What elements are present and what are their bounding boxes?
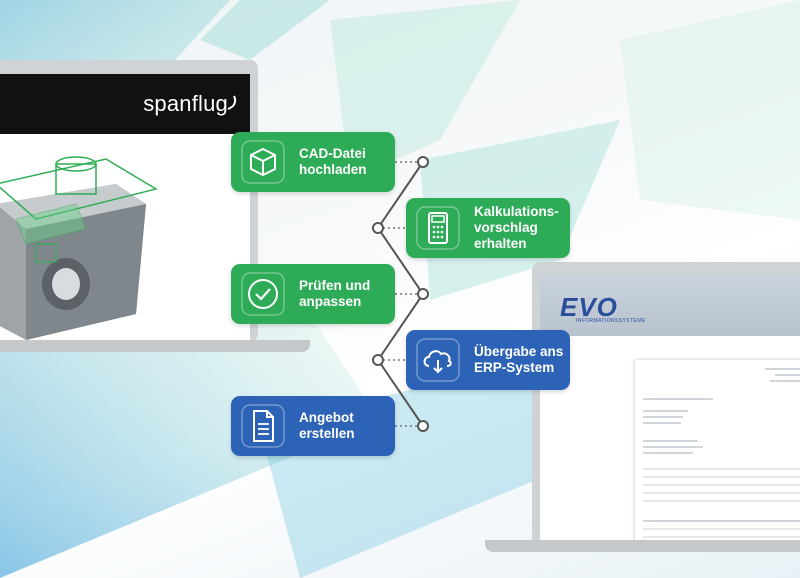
document-icon (241, 404, 285, 448)
step-label: Angebot erstellen (299, 410, 355, 441)
spanflug-header: spanflug (0, 74, 250, 134)
right-laptop-screen: EVO INFORMATIONSSYSTEME (540, 274, 800, 542)
check-circle-icon (241, 272, 285, 316)
step-erp-transfer: Übergabe ans ERP-System (406, 330, 570, 390)
cloud-download-icon (416, 338, 460, 382)
cube-icon (241, 140, 285, 184)
connector-node (372, 222, 384, 234)
spanflug-logo-swoosh-icon (227, 95, 237, 110)
left-laptop-base (0, 340, 310, 352)
step-cad-upload: CAD-Datei hochladen (231, 132, 395, 192)
step-label: CAD-Datei hochladen (299, 146, 367, 177)
connector-node (417, 288, 429, 300)
evo-logo: EVO (560, 292, 618, 322)
offer-document-preview (635, 360, 800, 542)
cad-model-image (0, 156, 158, 340)
left-laptop: spanflug (0, 60, 310, 352)
right-laptop-base (485, 540, 800, 552)
left-laptop-screen: spanflug (0, 74, 250, 340)
step-review-adjust: Prüfen und anpassen (231, 264, 395, 324)
step-calculation-proposal: Kalkulations- vorschlag erhalten (406, 198, 570, 258)
step-label: Kalkulations- vorschlag erhalten (474, 204, 559, 251)
connector-node (417, 420, 429, 432)
right-laptop: EVO INFORMATIONSSYSTEME (485, 262, 800, 578)
connector-node (417, 156, 429, 168)
evo-logo-subtitle: INFORMATIONSSYSTEME (576, 318, 646, 324)
step-label: Übergabe ans ERP-System (474, 344, 564, 375)
connector-node (372, 354, 384, 366)
evo-header: EVO INFORMATIONSSYSTEME (540, 274, 800, 336)
spanflug-logo: spanflug (143, 91, 228, 116)
step-create-offer: Angebot erstellen (231, 396, 395, 456)
calculator-icon (416, 206, 460, 250)
step-label: Prüfen und anpassen (299, 278, 371, 309)
